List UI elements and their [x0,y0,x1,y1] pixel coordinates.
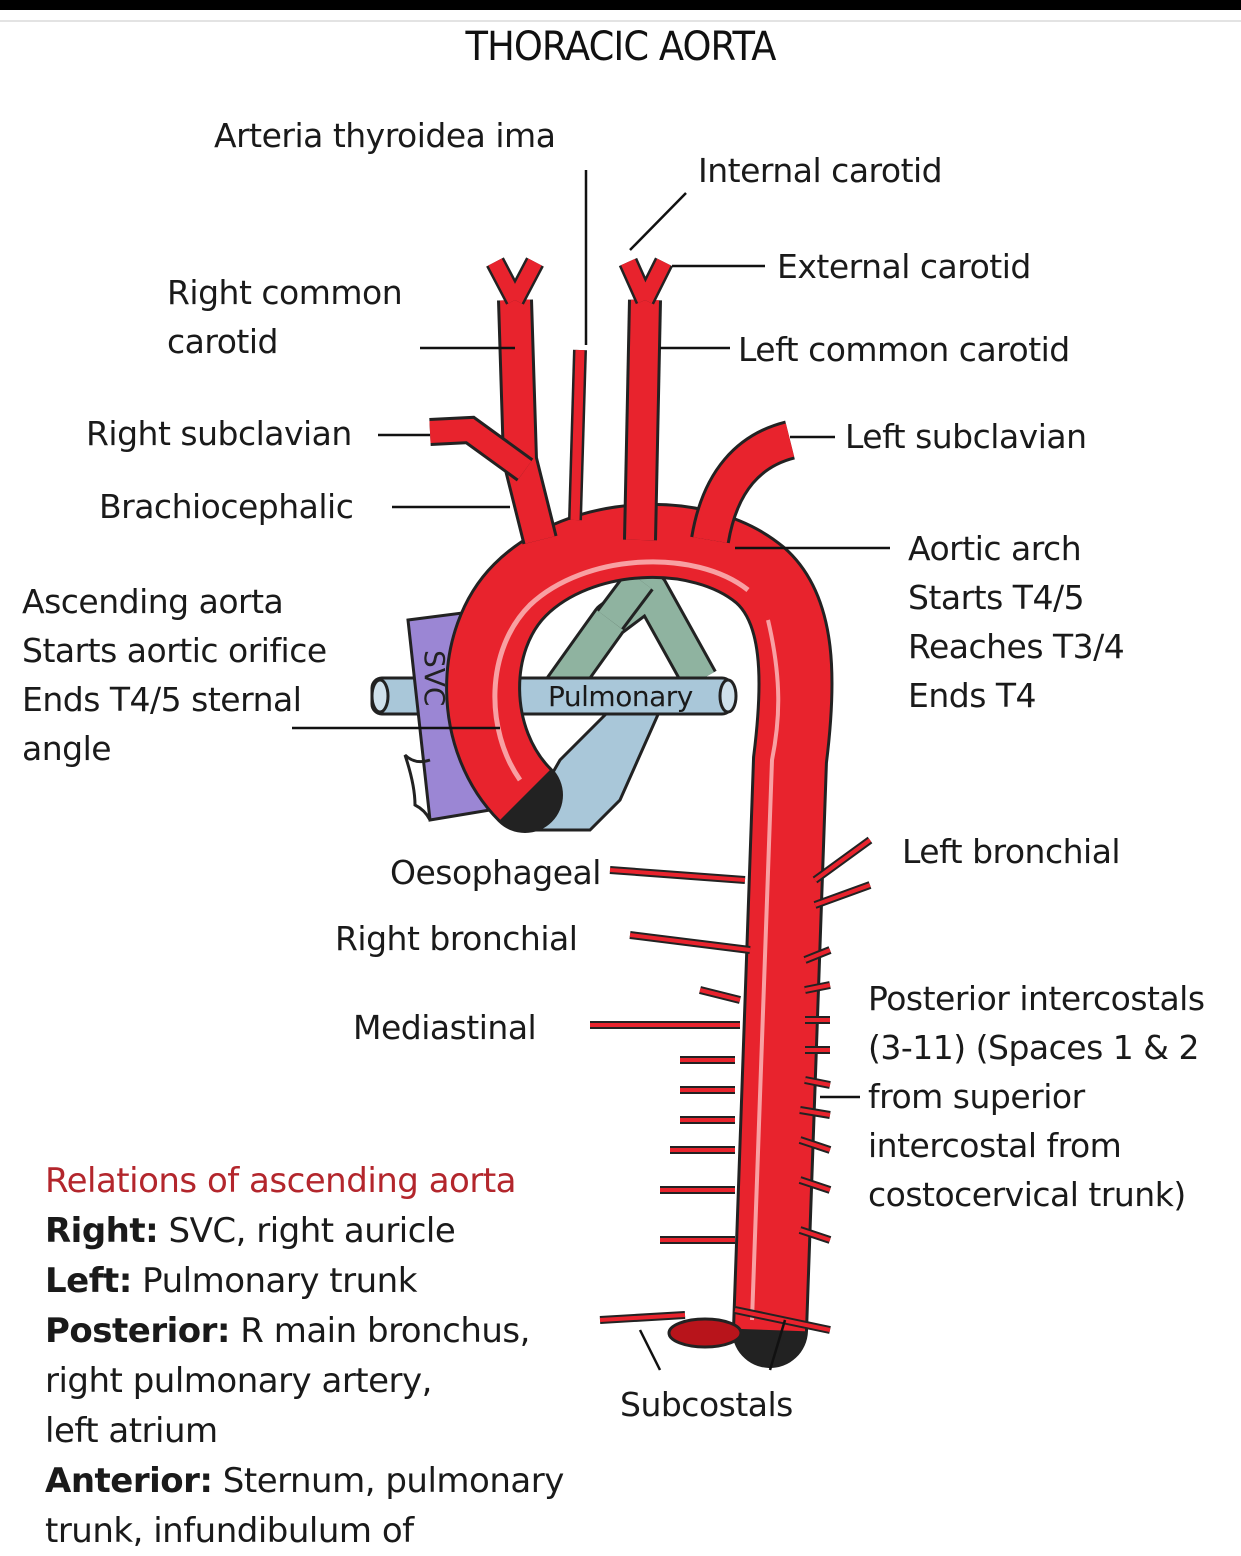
label-left-subclavian: Left subclavian [845,417,1087,456]
relations-panel: Relations of ascending aorta Right: SVC,… [45,1156,564,1556]
label-left-bronchial: Left bronchial [902,832,1121,871]
relation-row: Posterior: R main bronchus, [45,1311,530,1351]
label-mediastinal: Mediastinal [353,1008,537,1047]
relation-row: Right: SVC, right auricle [45,1211,456,1251]
pulmonary-branches [544,569,717,702]
label-internal-carotid: Internal carotid [698,151,943,190]
label-posterior-intercostals: Posterior intercostals (3-11) (Spaces 1 … [868,979,1205,1214]
label-left-common-carotid: Left common carotid [738,330,1070,369]
top-divider [0,20,1241,22]
label-pulmonary: Pulmonary [548,680,693,713]
diagram-title: THORACIC AORTA [465,24,777,70]
relation-row: Anterior: Sternum, pulmonary [45,1461,564,1501]
relation-row: Left: Pulmonary trunk [45,1261,417,1301]
svc-label: SVC [418,650,451,706]
label-brachiocephalic: Brachiocephalic [99,487,354,526]
aorta [429,257,834,1368]
relation-row: right pulmonary artery, [45,1361,432,1401]
label-arteria-thyroidea-ima: Arteria thyroidea ima [214,116,556,155]
label-right-subclavian: Right subclavian [86,414,352,453]
top-bar [0,0,1241,10]
relations-heading: Relations of ascending aorta [45,1161,516,1201]
label-right-bronchial: Right bronchial [335,919,578,958]
leader-lines [292,170,890,1371]
label-right-common-carotid: Right common carotid [167,273,403,361]
relation-row: left atrium [45,1411,218,1451]
label-subcostals: Subcostals [620,1385,793,1424]
label-aortic-arch: Aortic arch Starts T4/5 Reaches T3/4 End… [908,529,1125,715]
relation-row: trunk, infundibulum of [45,1511,414,1551]
label-external-carotid: External carotid [777,247,1031,286]
label-oesophageal: Oesophageal [390,853,601,892]
label-ascending-aorta: Ascending aorta Starts aortic orifice En… [22,582,327,768]
